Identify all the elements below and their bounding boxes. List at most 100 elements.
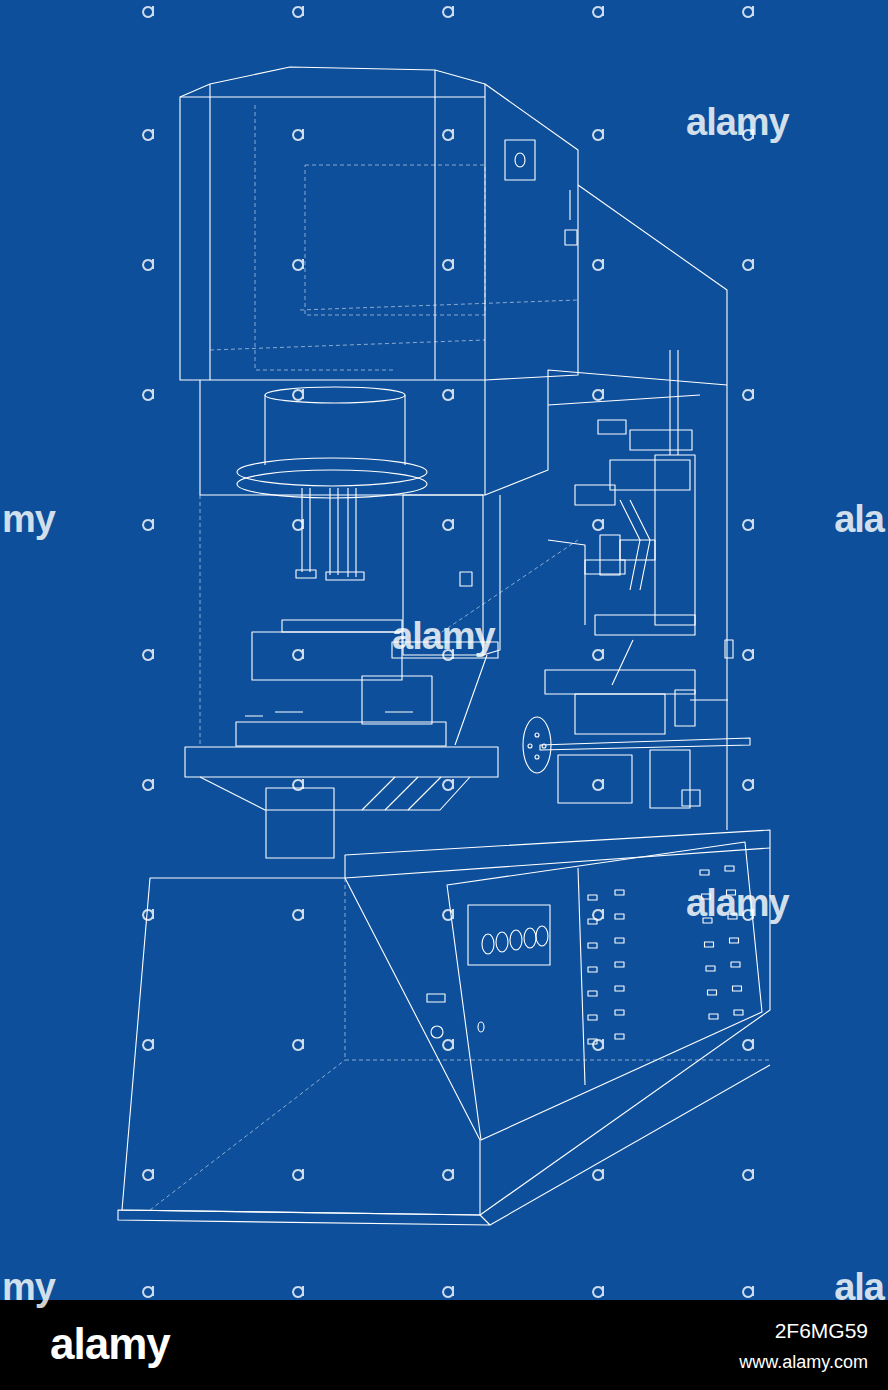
wireframe-part xyxy=(709,1014,718,1019)
wireframe-part xyxy=(293,649,303,660)
wireframe-part xyxy=(236,722,446,746)
wireframe-part xyxy=(118,1210,490,1225)
wireframe-part xyxy=(545,670,695,694)
wireframe-part xyxy=(265,395,405,465)
wireframe-part xyxy=(443,1286,453,1297)
wireframe-part xyxy=(535,733,539,737)
watermark: ala xyxy=(834,500,884,538)
wireframe-part xyxy=(143,6,153,17)
wireframe-part xyxy=(460,572,472,586)
wireframe-part xyxy=(362,676,432,724)
watermark: ala xyxy=(834,1268,884,1306)
wireframe-part xyxy=(252,632,402,680)
wireframe-part xyxy=(122,878,480,1215)
wireframe-part xyxy=(565,190,577,245)
wireframe-part xyxy=(293,519,303,530)
watermark: alamy xyxy=(392,617,495,655)
wireframe-part xyxy=(293,1039,303,1050)
wireframe-part xyxy=(743,1169,753,1180)
wireframe-part xyxy=(593,909,603,920)
wireframe-part xyxy=(593,1286,603,1297)
wireframe-part xyxy=(443,519,453,530)
wireframe-part xyxy=(615,986,624,991)
wireframe-part xyxy=(524,928,536,948)
wireframe-part xyxy=(345,848,770,878)
wireframe-part xyxy=(510,930,522,950)
wireframe-part xyxy=(293,779,303,790)
wireframe-part xyxy=(743,259,753,270)
wireframe-part xyxy=(490,1065,770,1225)
wireframe-part xyxy=(743,1286,753,1297)
wireframe-part xyxy=(743,1039,753,1050)
wireframe-part xyxy=(558,755,632,803)
wireframe-part xyxy=(743,779,753,790)
wireframe-part xyxy=(200,777,470,810)
wireframe-part xyxy=(595,615,695,635)
wireframe-part xyxy=(630,430,692,450)
wireframe-part xyxy=(245,712,413,716)
wireframe-part xyxy=(305,165,485,315)
wireframe-part xyxy=(443,129,453,140)
wireframe-part xyxy=(588,1015,597,1020)
wireframe-part xyxy=(302,488,356,577)
wireframe-part xyxy=(615,914,624,919)
wireframe-part xyxy=(434,70,435,380)
wireframe-part xyxy=(548,370,727,408)
wireframe-part xyxy=(326,572,364,580)
wireframe-part xyxy=(293,389,303,400)
wireframe-part xyxy=(482,926,548,954)
wireframe-part xyxy=(705,942,714,947)
wireframe-part xyxy=(143,259,153,270)
wireframe-part xyxy=(600,535,620,575)
wireframe-part xyxy=(485,408,548,495)
wireframe-part xyxy=(143,779,153,790)
wireframe-part xyxy=(733,986,742,991)
watermark: alamy xyxy=(686,884,789,922)
wireframe-part xyxy=(180,96,485,97)
wireframe-part xyxy=(615,938,624,943)
image-id: www.alamy.com xyxy=(739,1353,868,1371)
wireframe-part xyxy=(593,129,603,140)
wireframe-part xyxy=(345,1060,770,1061)
wireframe-part xyxy=(143,1039,153,1050)
wireframe-part xyxy=(443,389,453,400)
wireframe-part xyxy=(725,640,733,658)
wireframe-part xyxy=(575,694,665,734)
wireframe-part xyxy=(575,485,615,505)
wireframe-part xyxy=(593,259,603,270)
wireframe-part xyxy=(265,387,405,403)
wireframe-part xyxy=(610,460,690,490)
wireframe-part xyxy=(443,779,453,790)
wireframe-part xyxy=(708,990,717,995)
wireframe-part xyxy=(620,540,655,560)
wireframe-part xyxy=(300,300,578,310)
wireframe-part xyxy=(266,788,334,858)
wireframe-part xyxy=(255,105,395,370)
wireframe-part xyxy=(593,779,603,790)
wireframe-part xyxy=(362,777,441,810)
wireframe-part xyxy=(209,84,210,380)
wireframe-part xyxy=(468,905,550,965)
watermark: my xyxy=(2,500,55,538)
wireframe-part xyxy=(675,690,695,726)
wireframe-part xyxy=(650,750,690,808)
wireframe-part xyxy=(542,744,546,748)
wireframe-part xyxy=(593,1039,603,1050)
watermark: my xyxy=(2,1268,55,1306)
wireframe-part xyxy=(293,6,303,17)
wireframe-part xyxy=(293,1169,303,1180)
wireframe-part xyxy=(548,540,585,625)
wireframe-part xyxy=(630,500,650,590)
wireframe-part xyxy=(210,340,485,350)
wireframe-part xyxy=(588,943,597,948)
wireframe-part xyxy=(677,350,678,455)
wireframe-part xyxy=(743,519,753,530)
wireframe-part xyxy=(143,129,153,140)
hidden-lines xyxy=(150,105,770,1210)
wireframe-part xyxy=(669,350,670,455)
wireframe-part xyxy=(427,994,445,1002)
wireframe-part xyxy=(615,962,624,967)
wireframe-part xyxy=(615,890,624,895)
wireframe-part xyxy=(443,6,453,17)
wireframe-part xyxy=(455,655,487,745)
